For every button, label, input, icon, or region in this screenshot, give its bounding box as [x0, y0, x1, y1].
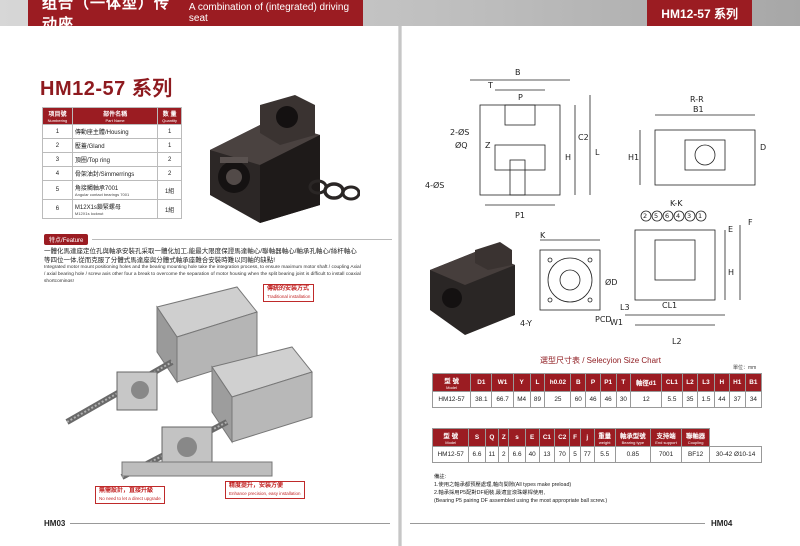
notes-line-1: 1.使用之軸承都預壓處理,軸向間隙(All types make preload…: [434, 482, 572, 488]
callout-traditional: 傳統的安装方式 Traditional installation: [263, 284, 315, 302]
assembly-illustration: [62, 282, 362, 507]
dim-Q: ØQ: [455, 140, 468, 150]
dim-PCD: PCD: [595, 315, 612, 324]
dim-D: D: [760, 143, 766, 152]
front-view-drawing: [470, 79, 591, 206]
dim-Z: Z: [485, 141, 491, 150]
flange-view-drawing: [539, 239, 601, 311]
table-row: HM12-57 6.6 11 2 6.6 40 13 70 5 77 5.5 0…: [431, 446, 762, 463]
page-number-right: HM04: [711, 519, 733, 528]
feature-badge: 特点/Feature: [44, 233, 89, 245]
feature-divider: [92, 238, 393, 240]
svg-text:5: 5: [654, 212, 658, 220]
dim-B1: B1: [693, 105, 704, 114]
dim-CL1: CL1: [662, 301, 677, 310]
svg-text:1: 1: [698, 212, 702, 220]
dim-P: P: [518, 93, 523, 102]
page-number-left: HM03: [44, 519, 66, 528]
dim-4S: 4-ØS: [425, 180, 444, 190]
notes-line-2: 2.軸承採用P5配對DF組裝,最適宜滾珠螺桿使用,: [434, 490, 545, 496]
table-row: 4 骨架油封/Simmerrings 2: [42, 166, 182, 181]
dim-L2: L2: [672, 337, 682, 346]
table-row: 2 壓蓋/Gland 1: [42, 138, 182, 153]
book-spine: [398, 26, 402, 546]
feature-text-cn: 一體化馬達座定位孔與軸承安裝孔采取一體化加工,能最大限度保證馬達軸心/聯軸器軸心…: [44, 248, 357, 264]
notes-block: 備註: 1.使用之軸承都預壓處理,軸向間隙(All types make pre…: [434, 473, 774, 505]
balloon-callouts: [640, 210, 707, 222]
technical-drawings: B T P 2-ØS ØQ Z C2 L H 4-ØS P1 R-R B1 H1…: [425, 68, 766, 346]
series-title: HM12-57 系列: [40, 78, 173, 100]
motor-integrated: [211, 346, 313, 444]
svg-text:6: 6: [665, 212, 669, 220]
callout-direct-upgrade: 無需設計，直接升級 No need to let a direct upgrad…: [95, 486, 165, 504]
notes-label: 備註:: [434, 474, 447, 480]
housing-3d-photo: [430, 242, 515, 335]
unit-label: 單位：mm: [733, 365, 757, 371]
header-series-badge: HM12-57 系列: [647, 0, 752, 26]
header-title-en: A combination of (integrated) driving se…: [188, 2, 350, 24]
footer-rule-right: [410, 523, 705, 524]
dim-T: T: [487, 81, 493, 90]
page-header: 组合（一体型）传动座 A combination of (integrated)…: [0, 0, 800, 33]
table-row: 1 傳動座主體/Housing 1: [42, 124, 182, 139]
base-plate: [121, 461, 273, 477]
header-title-bar: 组合（一体型）传动座 A combination of (integrated)…: [28, 0, 363, 33]
side-section-drawing: [625, 225, 741, 326]
svg-text:4: 4: [676, 212, 680, 220]
ring-parts: [308, 179, 360, 201]
dim-B: B: [515, 68, 521, 77]
feature-section-tag: 特点/Feature: [44, 233, 393, 245]
feature-text-en: Integrated motor mount positioning holes…: [44, 265, 361, 284]
table-row: 3 頂圈/Top ring 2: [42, 152, 182, 167]
dim-2S: 2-ØS: [450, 127, 469, 137]
section-rr-drawing: [639, 114, 756, 186]
dim-4Y: 4-Y: [520, 319, 532, 328]
notes-line-3: (Bearing P5 pairing DF assembled using t…: [434, 498, 608, 504]
dim-P1: P1: [515, 211, 525, 220]
footer-rule-left: [70, 523, 390, 524]
dim-D-flange: ØD: [605, 277, 617, 287]
svg-text:2: 2: [643, 212, 647, 220]
housing-product-photo: [210, 95, 360, 223]
callout-enhance-precision: 精度提升，安装方便 Enhance precision, easy instal…: [225, 481, 305, 499]
dim-H: H: [565, 153, 571, 162]
dim-L3: L3: [620, 303, 630, 312]
label-K: K: [540, 231, 546, 240]
dim-E: E: [728, 225, 733, 234]
header-title-cn: 组合（一体型）传动座: [42, 0, 171, 33]
dim-L: L: [595, 148, 600, 157]
dim-H-side: H: [728, 268, 734, 277]
dim-H1: H1: [628, 153, 639, 162]
label-KK: K-K: [670, 199, 683, 208]
label-RR: R-R: [690, 95, 704, 104]
dim-C2: C2: [578, 133, 589, 142]
table-row: HM12-57 38.1 66.7 M4 89 25 60 46 46 30 1…: [431, 391, 763, 408]
svg-text:3: 3: [687, 212, 691, 220]
dim-F: F: [748, 218, 753, 227]
selection-chart-title: 選型尺寸表 / Selecyion Size Chart: [540, 356, 661, 365]
dim-W1: W1: [610, 318, 623, 327]
